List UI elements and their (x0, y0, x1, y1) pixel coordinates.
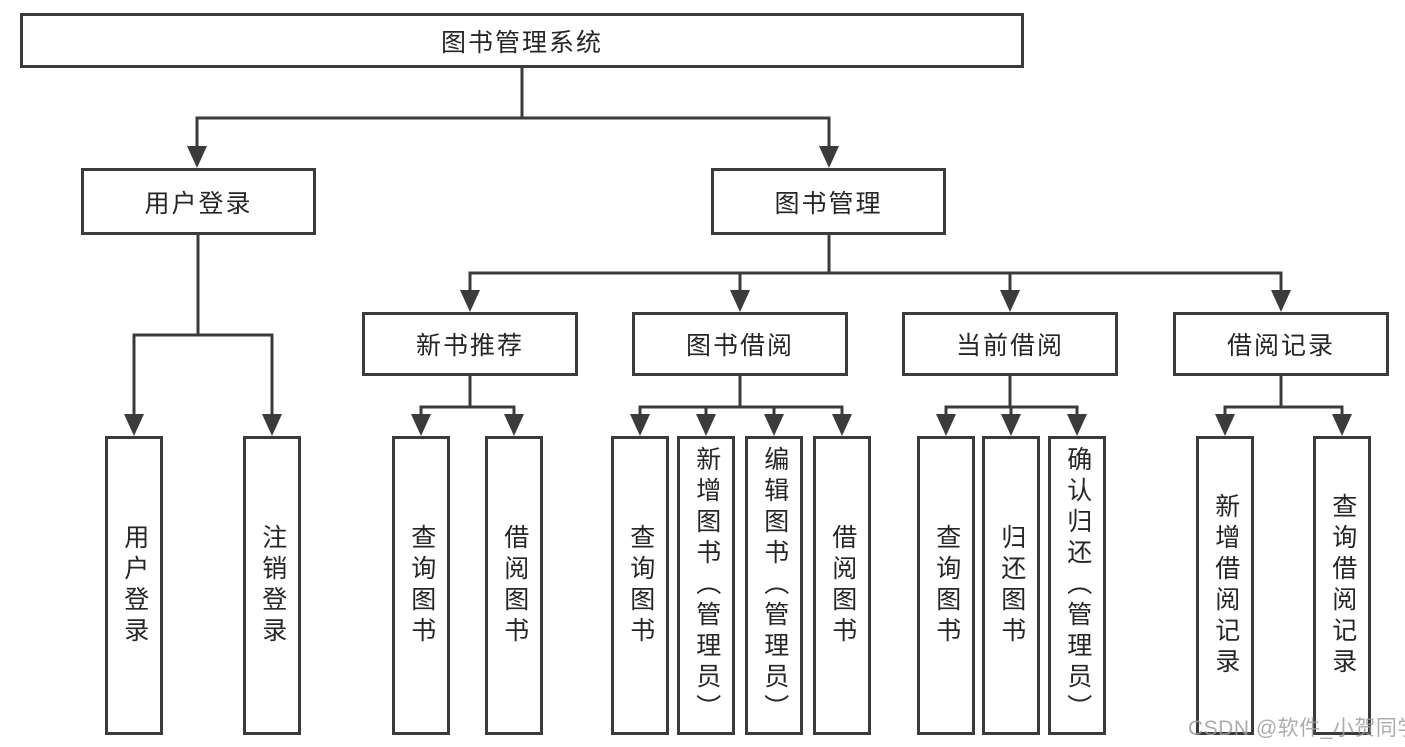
node-book-borrow: 图书借阅 (632, 312, 848, 376)
leaf-query-borrow-record-label: 查询借阅记录 (1328, 492, 1357, 679)
leaf-return-book: 归还图书 (982, 436, 1040, 735)
node-new-book-recommend: 新书推荐 (362, 312, 578, 376)
leaf-edit-book-admin: 编辑图书（管理员） (745, 436, 803, 735)
leaf-add-book-admin-label: 新增图书（管理员） (692, 446, 721, 725)
watermark: CSDN @软件_小贺同学 (1188, 717, 1405, 740)
leaf-return-book-label: 归还图书 (997, 523, 1026, 648)
leaf-add-book-admin: 新增图书（管理员） (677, 436, 735, 735)
leaf-query-borrow-record: 查询借阅记录 (1313, 436, 1371, 735)
leaf-edit-book-admin-label: 编辑图书（管理员） (760, 446, 789, 725)
node-user-login: 用户登录 (81, 168, 316, 235)
leaf-confirm-return-admin: 确认归还（管理员） (1048, 436, 1106, 735)
leaf-add-borrow-record: 新增借阅记录 (1196, 436, 1254, 735)
leaf-query-book-recommend: 查询图书 (392, 436, 450, 735)
node-book-borrow-label: 图书借阅 (685, 332, 794, 360)
leaf-query-book-current-label: 查询图书 (932, 523, 961, 648)
node-current-borrow: 当前借阅 (902, 312, 1118, 376)
leaf-query-book-current: 查询图书 (917, 436, 975, 735)
leaf-borrow-book: 借阅图书 (813, 436, 871, 735)
node-borrow-record-label: 借阅记录 (1226, 332, 1335, 360)
node-borrow-record: 借阅记录 (1173, 312, 1389, 376)
node-new-book-recommend-label: 新书推荐 (415, 332, 524, 360)
node-book-management: 图书管理 (711, 168, 946, 235)
leaf-confirm-return-admin-label: 确认归还（管理员） (1063, 446, 1092, 725)
leaf-user-login: 用户登录 (105, 436, 163, 735)
tree-edges (132, 64, 1344, 418)
leaf-logout: 注销登录 (243, 436, 301, 735)
node-root-label: 图书管理系统 (440, 28, 603, 57)
leaf-query-book-borrow-label: 查询图书 (626, 523, 655, 648)
leaf-borrow-book-recommend-label: 借阅图书 (500, 523, 529, 648)
node-user-login-label: 用户登录 (144, 189, 253, 218)
node-current-borrow-label: 当前借阅 (955, 332, 1064, 360)
leaf-add-borrow-record-label: 新增借阅记录 (1211, 492, 1240, 679)
leaf-query-book-borrow: 查询图书 (611, 436, 669, 735)
leaf-borrow-book-recommend: 借阅图书 (485, 436, 543, 735)
node-root: 图书管理系统 (20, 13, 1024, 68)
leaf-borrow-book-label: 借阅图书 (828, 523, 857, 648)
arrowheads (124, 146, 1352, 436)
leaf-user-login-label: 用户登录 (120, 523, 149, 648)
leaf-query-book-recommend-label: 查询图书 (407, 523, 436, 648)
leaf-logout-label: 注销登录 (258, 523, 287, 648)
node-book-management-label: 图书管理 (774, 189, 883, 218)
